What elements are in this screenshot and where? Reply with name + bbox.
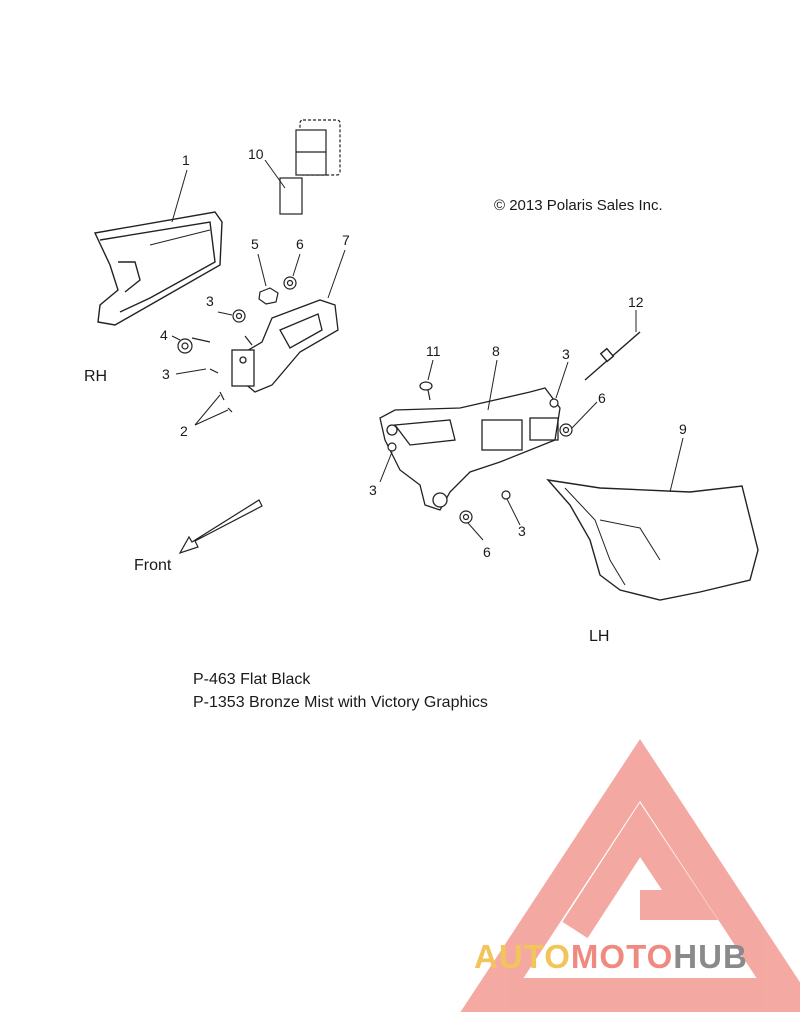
leader-8: [487, 359, 498, 411]
brand-hub: HUB: [673, 938, 748, 975]
front-label: Front: [134, 557, 172, 574]
rh-label: RH: [84, 368, 108, 385]
callout-4: 4: [160, 327, 168, 343]
callout-3: 3: [518, 523, 526, 539]
callout-3: 3: [369, 482, 377, 498]
rh-hardware: [177, 276, 297, 413]
callout-12: 12: [628, 294, 644, 310]
callout-3: 3: [562, 346, 570, 362]
callout-6: 6: [598, 390, 606, 406]
brand-moto: MOTO: [570, 938, 674, 975]
leader-2b: [194, 409, 229, 426]
callout-3: 3: [206, 293, 214, 309]
part-12-cable-tie: [584, 331, 641, 381]
callout-2: 2: [180, 423, 188, 439]
paint-code-2: P-1353 Bronze Mist with Victory Graphics: [193, 694, 488, 711]
part-1-rh-side-cover: [93, 211, 223, 326]
part-8-lh-bracket: [379, 387, 561, 511]
callout-5: 5: [251, 236, 259, 252]
leader-3b: [175, 368, 207, 375]
leader-2a: [194, 394, 221, 426]
brand-auto: AUTO: [474, 938, 571, 975]
leader-1: [171, 169, 188, 223]
automotohub-watermark-text: AUTOMOTOHUB: [474, 938, 748, 976]
leader-6c: [467, 522, 484, 541]
part-7-rh-bracket: [231, 299, 339, 393]
copyright-text: © 2013 Polaris Sales Inc.: [494, 197, 663, 214]
callout-9: 9: [679, 421, 687, 437]
lh-hardware: [387, 398, 573, 524]
callout-1: 1: [182, 152, 190, 168]
part-11-screw: [419, 381, 433, 401]
part-9-lh-side-cover: [546, 479, 759, 601]
leader-3c: [555, 361, 569, 399]
leader-4: [171, 335, 181, 341]
callout-10: 10: [248, 146, 264, 162]
leader-6b: [571, 401, 598, 429]
part-10-relay-bracket: [279, 119, 341, 215]
automotohub-logo: [460, 739, 800, 1012]
callout-7: 7: [342, 232, 350, 248]
leader-9: [669, 437, 684, 493]
callout-6: 6: [483, 544, 491, 560]
callout-11: 11: [426, 343, 441, 359]
leader-6a: [292, 253, 301, 277]
callout-8: 8: [492, 343, 500, 359]
callout-6: 6: [296, 236, 304, 252]
leader-3d: [379, 451, 393, 483]
callout-3: 3: [162, 366, 170, 382]
leader-10: [264, 159, 286, 189]
paint-code-1: P-463 Flat Black: [193, 671, 311, 688]
leader-3e: [506, 498, 521, 526]
front-arrow: [178, 499, 263, 555]
leader-11: [427, 359, 434, 381]
leader-7: [327, 249, 346, 299]
leader-5: [257, 253, 267, 287]
lh-label: LH: [589, 628, 610, 645]
leader-3a: [217, 311, 233, 316]
